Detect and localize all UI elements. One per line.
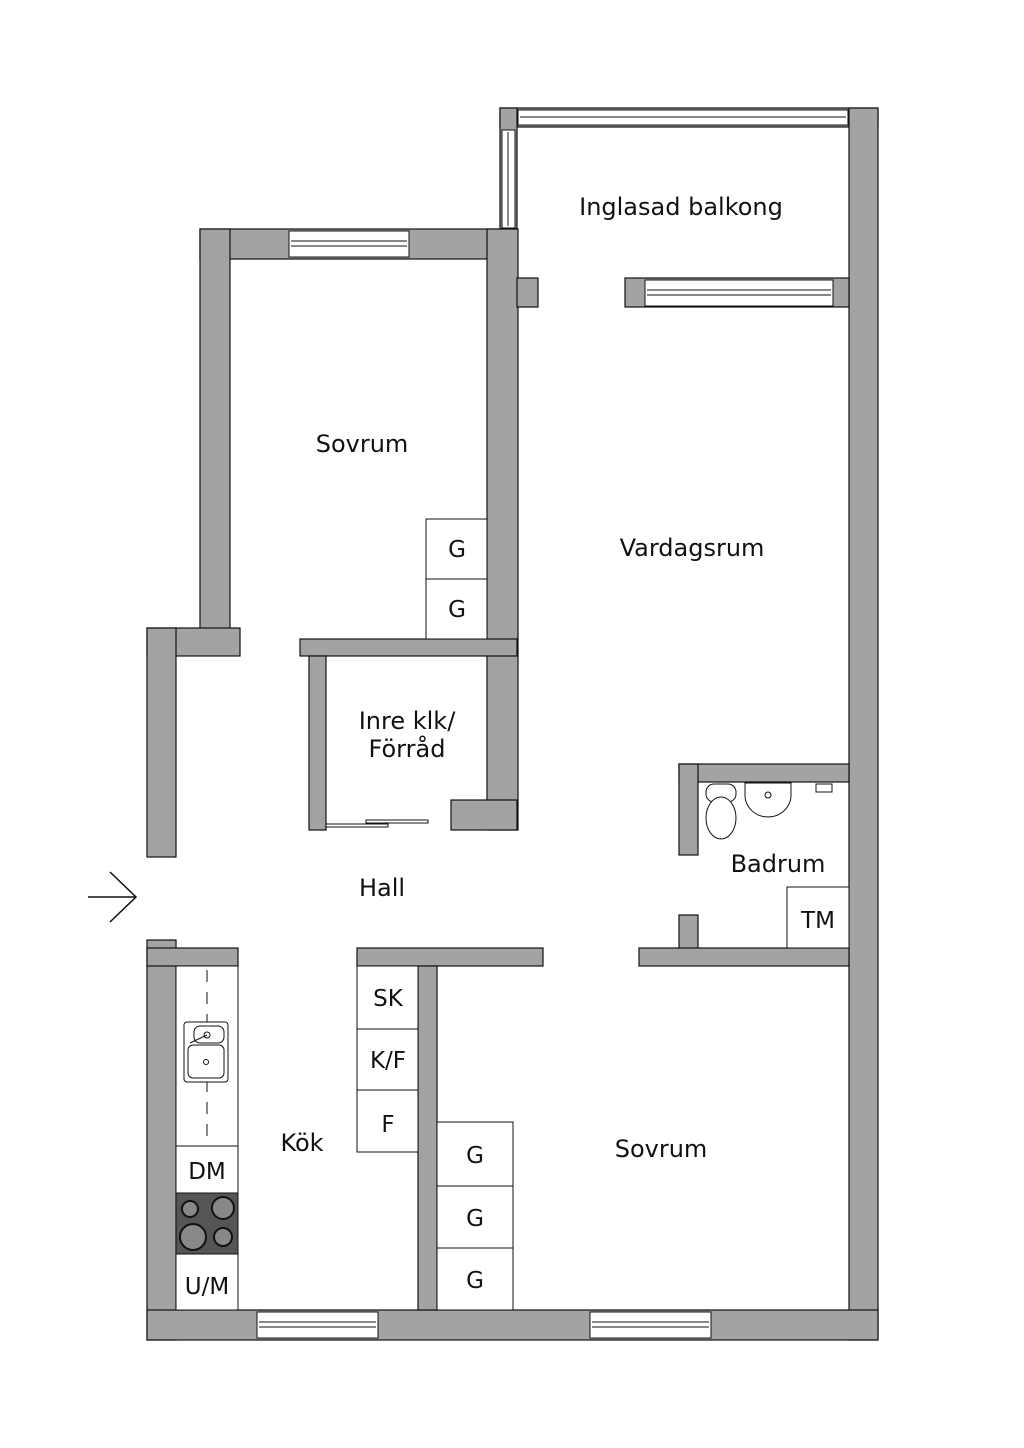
wardrobe-4: G (436, 1185, 514, 1249)
svg-text:F: F (381, 1112, 394, 1138)
svg-text:SK: SK (373, 986, 404, 1012)
wardrobe-3: G (436, 1121, 514, 1187)
sliding-door[interactable] (325, 819, 429, 828)
room-label-living-room: Vardagsrum (620, 534, 765, 562)
room-label-bathroom: Badrum (731, 850, 826, 878)
shower-tap-icon (815, 783, 833, 793)
room-label-bedroom-1: Sovrum (316, 430, 409, 458)
svg-text:G: G (448, 537, 466, 563)
svg-text:DM: DM (188, 1159, 226, 1185)
kitchen-sink-icon (183, 1021, 229, 1083)
svg-text:K/F: K/F (370, 1048, 406, 1074)
svg-text:G: G (466, 1268, 484, 1294)
toilet-icon (705, 783, 737, 840)
wardrobe-1: G (425, 518, 488, 580)
svg-text:TM: TM (800, 908, 835, 934)
washbasin-icon (744, 782, 792, 818)
entrance-arrow-icon (88, 871, 138, 923)
washing-machine: TM (786, 886, 850, 949)
svg-text:G: G (466, 1206, 484, 1232)
cabinet-sk: SK (356, 965, 419, 1030)
windows (256, 109, 849, 1339)
room-label-hall: Hall (359, 874, 405, 902)
svg-text:U/M: U/M (185, 1274, 229, 1300)
room-label-closet-line1: Inre klk/ (359, 707, 456, 735)
room-label-balcony: Inglasad balkong (579, 193, 783, 221)
cabinet-f: F (356, 1089, 419, 1153)
room-label-closet-line2: Förråd (369, 734, 446, 763)
dishwasher: DM (175, 1145, 239, 1194)
kitchen-counter (175, 965, 239, 1147)
room-label-kitchen: Kök (280, 1129, 323, 1157)
wardrobe-5: G (436, 1247, 514, 1311)
cabinet-kf: K/F (356, 1028, 419, 1091)
oven-microwave: U/M (175, 1253, 239, 1311)
stove-icon (175, 1192, 239, 1255)
room-label-bedroom-2: Sovrum (615, 1135, 708, 1163)
wardrobe-2: G (425, 578, 488, 640)
svg-text:G: G (448, 597, 466, 623)
svg-text:G: G (466, 1143, 484, 1169)
